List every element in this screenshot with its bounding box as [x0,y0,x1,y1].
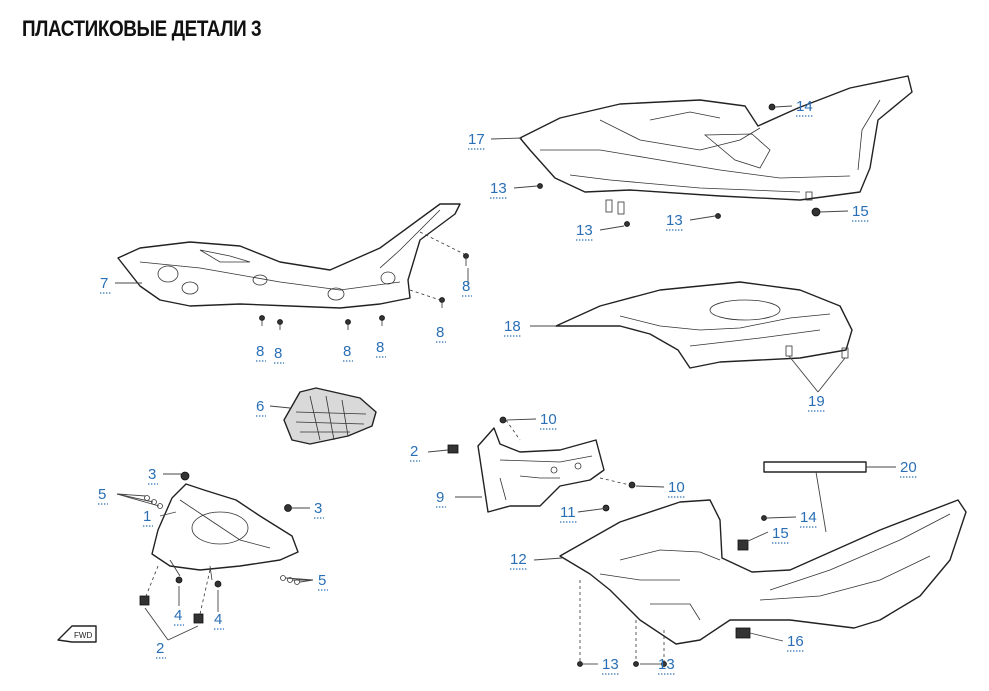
callout-4: 4 [174,607,182,624]
callout-17: 17 [468,131,485,148]
callout-10: 10 [540,411,557,428]
part-17-upper-panel [519,75,913,215]
callout-13: 13 [658,656,675,673]
callout-15: 15 [772,525,789,542]
callout-5: 5 [318,572,326,589]
callout-11: 11 [560,504,576,521]
callout-19: 19 [808,393,825,410]
fasteners-left [139,471,300,624]
callout-4: 4 [214,611,222,628]
callout-3: 3 [314,500,322,517]
callout-numbers: 7 8 8 8 8 8 8 6 3 5 1 3 5 4 [98,98,918,675]
part-6-grille [283,387,377,445]
part-18-tray [555,281,853,369]
callout-2: 2 [410,443,418,460]
callout-8: 8 [436,324,444,341]
callout-8: 8 [376,339,384,356]
callout-13: 13 [490,180,507,197]
callout-13: 13 [576,222,593,239]
callout-leaders [115,105,896,665]
callout-7: 7 [100,275,108,292]
callout-2: 2 [156,640,164,657]
callout-8: 8 [462,278,470,295]
part-1-inner-panel [151,483,299,581]
callout-10: 10 [668,479,685,496]
part-20-strip [763,461,867,533]
callout-13: 13 [666,212,683,229]
callout-1: 1 [143,508,151,525]
callout-5: 5 [98,486,106,503]
callout-14: 14 [800,509,817,526]
svg-text:FWD: FWD [74,631,92,640]
callout-13: 13 [602,656,619,673]
callout-15: 15 [852,203,869,220]
callout-20: 20 [900,459,917,476]
callout-14: 14 [796,98,813,115]
callout-8: 8 [274,345,282,362]
callout-12: 12 [510,551,527,568]
fasteners-top-right [537,103,821,667]
callout-16: 16 [787,633,804,650]
callout-9: 9 [436,489,444,506]
callout-8: 8 [343,343,351,360]
callout-8: 8 [256,343,264,360]
page-title: ПЛАСТИКОВЫЕ ДЕТАЛИ 3 [22,16,262,41]
screws-8 [259,231,469,330]
part-9-bracket [447,416,636,513]
part-12-lower-panel [559,499,967,664]
callout-6: 6 [256,398,264,415]
part-7-side-cover [117,203,461,309]
fwd-arrow-icon: FWD [57,625,97,643]
callout-3: 3 [148,466,156,483]
callout-18: 18 [504,318,521,335]
